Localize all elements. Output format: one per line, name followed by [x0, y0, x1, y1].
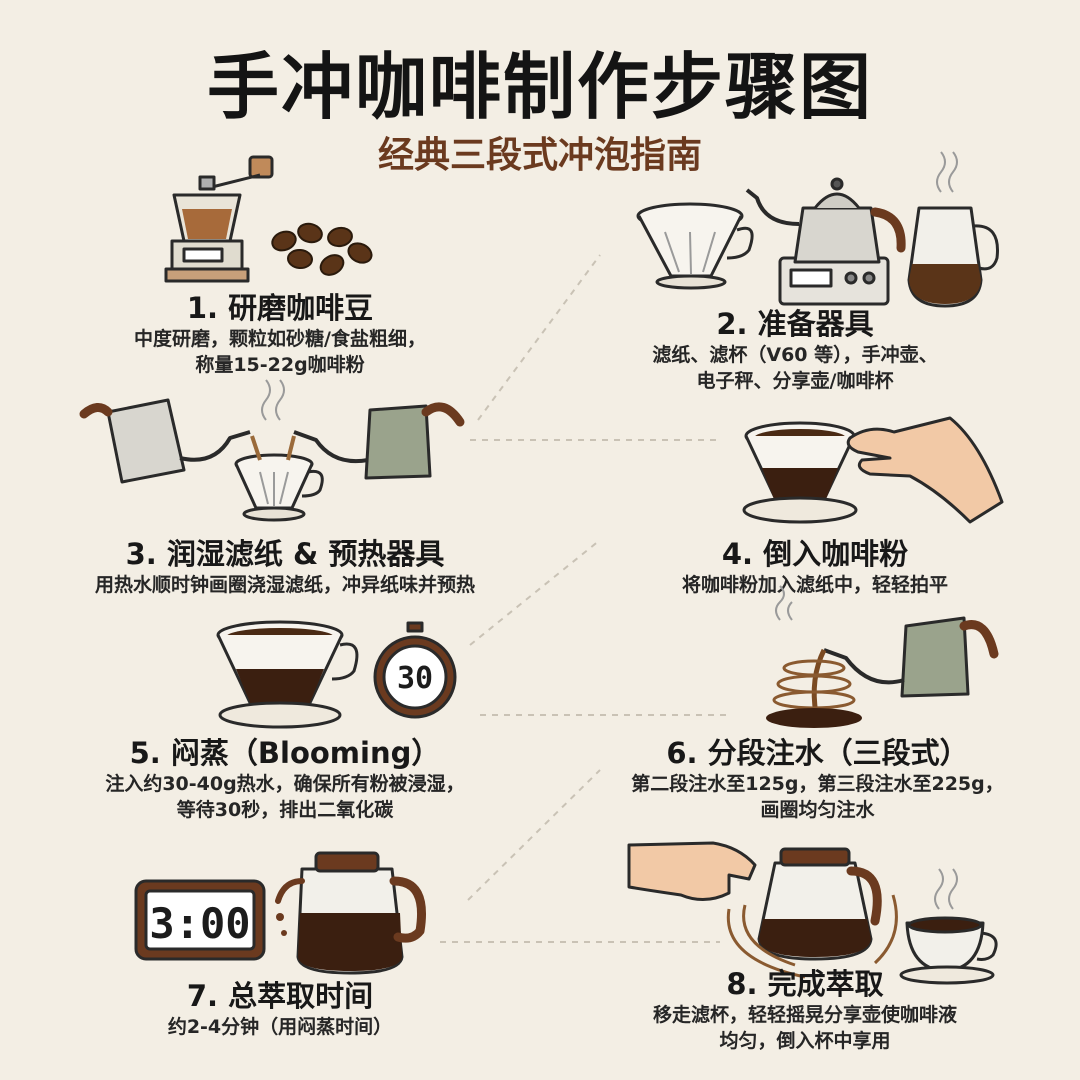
step-5-desc-line-2: 等待30秒，排出二氧化碳	[176, 799, 394, 821]
step-5-title: 5. 闷蒸（Blooming）	[129, 736, 441, 770]
timer-text: 30	[397, 661, 433, 696]
stopwatch-icon	[406, 621, 424, 633]
gooseneck-kettle-icon	[793, 206, 881, 264]
step-6-title: 6. 分段注水（三段式）	[666, 736, 969, 770]
grinder-knob-icon	[248, 155, 274, 179]
step-6-desc-line-1: 第二段注水至125g，第三段注水至225g，	[631, 773, 1004, 795]
finish-illustration	[627, 841, 998, 985]
add-grounds-illustration	[742, 416, 1004, 524]
kettle-right-icon	[364, 404, 432, 480]
step-4-title: 4. 倒入咖啡粉	[721, 537, 909, 571]
page-title: 手冲咖啡制作步骤图	[206, 45, 873, 129]
rinse-illustration	[79, 379, 465, 522]
step-6: 6. 分段注水（三段式） 第二段注水至125g，第三段注水至225g， 画圈均匀…	[575, 735, 1060, 823]
step-1-title: 1. 研磨咖啡豆	[186, 291, 374, 325]
step-8-desc-line-1: 移走滤杯，轻轻摇晃分享壶使咖啡液	[652, 1004, 957, 1026]
clock-text: 3:00	[149, 899, 250, 948]
equipment-illustration	[636, 151, 999, 308]
step-8-title: 8. 完成萃取	[726, 967, 884, 1001]
step-8-desc-line-2: 均匀，倒入杯中享用	[719, 1030, 891, 1052]
hand-icon	[846, 416, 1004, 524]
step-2-title: 2. 准备器具	[716, 307, 874, 341]
step-1: 1. 研磨咖啡豆 中度研磨，颗粒如砂糖/食盐粗细， 称量15-22g咖啡粉	[60, 290, 500, 378]
step-6-desc-line-2: 画圈均匀注水	[760, 799, 875, 821]
step-2-desc-line-2: 电子秤、分享壶/咖啡杯	[696, 370, 894, 392]
step-5-desc-line-1: 注入约30-40g热水，确保所有粉被浸湿，	[105, 773, 465, 795]
pour-illustration	[766, 585, 999, 728]
step-7: 7. 总萃取时间 约2-4分钟（用闷蒸时间）	[60, 978, 500, 1040]
step-4: 4. 倒入咖啡粉 将咖啡粉加入滤纸中，轻轻拍平	[600, 536, 1030, 598]
step-5: 5. 闷蒸（Blooming） 注入约30-40g热水，确保所有粉被浸湿， 等待…	[40, 735, 530, 823]
step-2: 2. 准备器具 滤纸、滤杯（V60 等），手冲壶、 电子秤、分享壶/咖啡杯	[585, 306, 1005, 394]
step-2-desc-line-1: 滤纸、滤杯（V60 等），手冲壶、	[652, 344, 938, 366]
kettle-left-icon	[106, 398, 186, 484]
step-4-desc-line-1: 将咖啡粉加入滤纸中，轻轻拍平	[681, 574, 948, 596]
step-7-title: 7. 总萃取时间	[186, 979, 374, 1013]
step-8: 8. 完成萃取 移走滤杯，轻轻摇晃分享壶使咖啡液 均匀，倒入杯中享用	[580, 966, 1030, 1054]
step-7-desc-line-1: 约2-4分钟（用闷蒸时间）	[167, 1016, 393, 1038]
step-1-desc-line-2: 称量15-22g咖啡粉	[195, 354, 365, 376]
grinder-illustration	[164, 155, 373, 283]
page-subtitle: 经典三段式冲泡指南	[377, 135, 702, 176]
hand-icon	[627, 841, 757, 901]
step-3-title: 3. 润湿滤纸 & 预热器具	[125, 537, 445, 571]
coffee-bed-icon	[766, 708, 862, 728]
extraction-time-illustration: 3:00	[134, 851, 426, 975]
bloom-illustration: 30	[216, 620, 457, 729]
kettle-green-icon	[900, 616, 970, 698]
step-1-desc-line-1: 中度研磨，颗粒如砂糖/食盐粗细，	[134, 328, 426, 350]
step-3: 3. 润湿滤纸 & 预热器具 用热水顺时钟画圈浇湿滤纸，冲异纸味并预热	[20, 536, 550, 598]
step-3-desc-line-1: 用热水顺时钟画圈浇湿滤纸，冲异纸味并预热	[94, 574, 475, 596]
